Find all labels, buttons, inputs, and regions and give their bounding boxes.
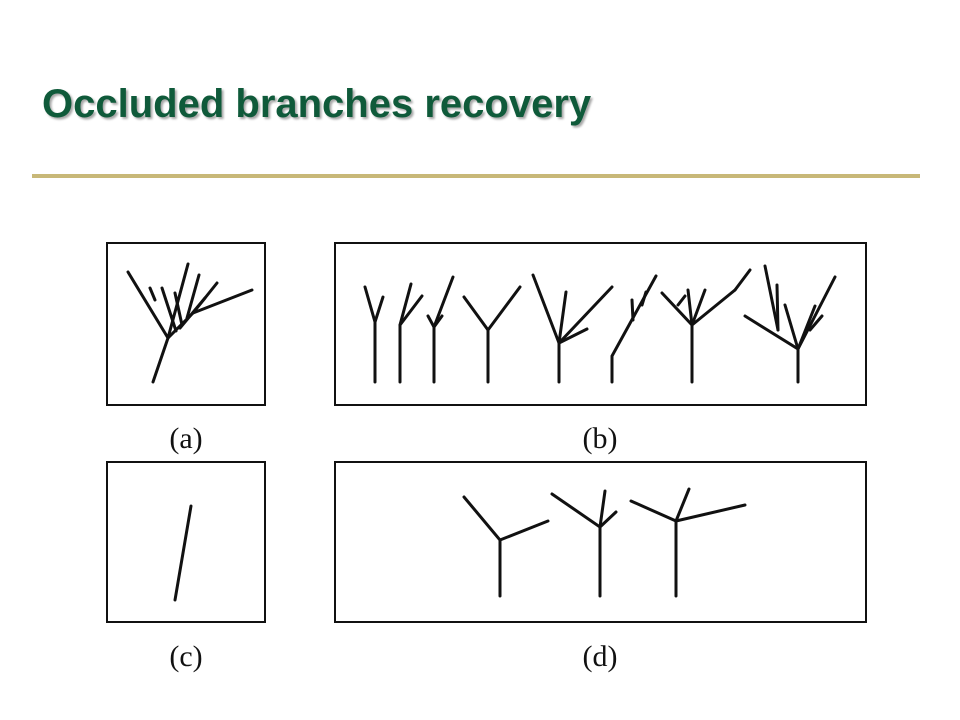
slide-title: Occluded branches recovery: [42, 82, 592, 126]
panel-d-trees: [462, 487, 747, 598]
panel-d-label: (d): [582, 640, 618, 673]
panel-a-label: (a): [169, 422, 203, 455]
title-divider: [32, 174, 920, 178]
panel-c-branch: [173, 504, 193, 602]
panel-c-frame: [106, 461, 266, 623]
panel-d-frame: [334, 461, 867, 623]
panel-a-frame: [106, 242, 266, 406]
panel-a-tree: [126, 262, 254, 384]
panel-b-frame: [334, 242, 867, 406]
panel-b-trees: [363, 264, 837, 384]
panel-c-label: (c): [169, 640, 203, 673]
panel-b-label: (b): [582, 422, 618, 455]
